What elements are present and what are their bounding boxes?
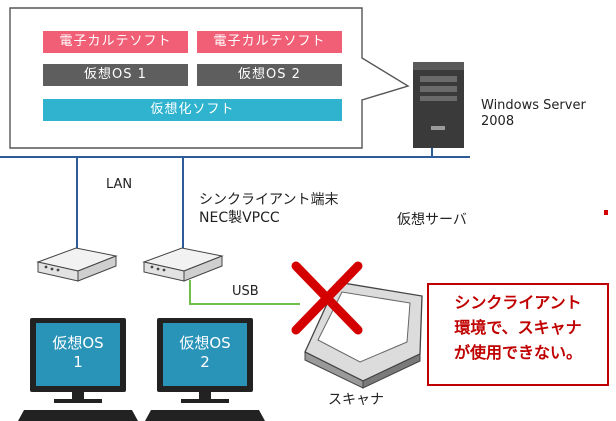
- scanner-label: スキャナ: [328, 392, 384, 408]
- pc-right-screen-line2: 2: [200, 353, 210, 371]
- pc-right-screen-text: 仮想OS 2: [170, 334, 240, 372]
- virtual-os-2-bar: 仮想OS 2: [197, 64, 342, 86]
- usb-cable: [189, 280, 300, 305]
- keyboard-left-icon: [18, 410, 138, 421]
- usb-label: USB: [232, 284, 259, 299]
- ehr-software-bar-left: 電子カルテソフト: [43, 31, 188, 53]
- keyboard-right-icon: [145, 410, 265, 421]
- server-os-line1: Windows Server: [481, 98, 586, 113]
- virtualization-software-bar: 仮想化ソフト: [43, 99, 342, 121]
- warning-line2: 環境で、スキャナ: [454, 318, 582, 337]
- lan-network: [0, 146, 470, 248]
- virtual-os-1-bar: 仮想OS 1: [43, 64, 188, 86]
- pc-left-screen-text: 仮想OS 1: [43, 334, 113, 372]
- cross-mark-icon: [291, 261, 363, 335]
- warning-callout: シンクライアント 環境で、スキャナ が使用できない。: [427, 283, 609, 386]
- thin-client-terminal-right-icon: [142, 247, 224, 282]
- thin-client-label-line1: シンクライアント端末: [199, 192, 339, 208]
- pc-left-screen-line2: 1: [73, 353, 83, 371]
- server-os-line2: 2008: [481, 114, 515, 130]
- warning-line3: が使用できない。: [453, 343, 582, 362]
- server-label: 仮想サーバ: [397, 212, 467, 228]
- edge-marker: [604, 210, 608, 215]
- ehr-software-bar-right: 電子カルテソフト: [197, 31, 342, 53]
- pc-right-screen-line1: 仮想OS: [179, 334, 231, 352]
- lan-label: LAN: [106, 177, 133, 192]
- pc-monitor-right-icon: [157, 318, 253, 403]
- scanner-icon: [304, 281, 423, 389]
- thin-client-terminal-left-icon: [36, 247, 118, 282]
- thin-client-label-line2: NEC製VPCC: [199, 209, 280, 226]
- server-os-label: Windows Server 2008: [481, 98, 586, 131]
- pc-monitor-left-icon: [30, 318, 126, 403]
- warning-line1: シンクライアント: [454, 293, 582, 312]
- pc-left-screen-line1: 仮想OS: [52, 334, 104, 352]
- thin-client-label: シンクライアント端末 NEC製VPCC: [199, 192, 338, 227]
- server-tower-icon: [413, 62, 464, 148]
